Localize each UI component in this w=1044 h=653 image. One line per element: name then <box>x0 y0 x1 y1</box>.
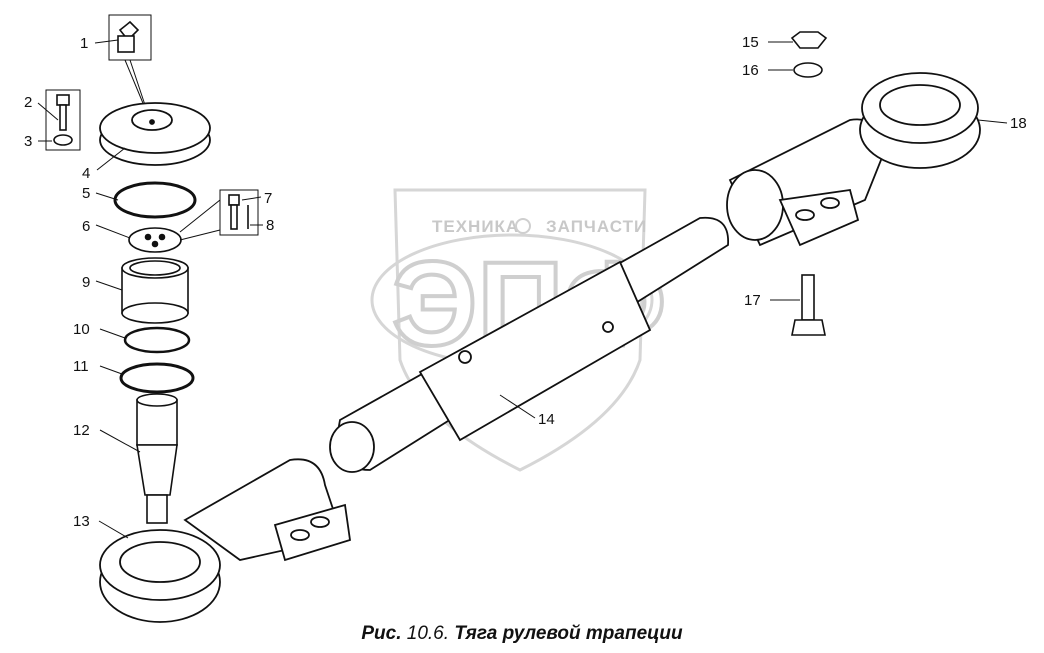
callout-13: 13 <box>73 513 90 530</box>
callout-3: 3 <box>24 133 32 150</box>
part-bolt-17 <box>791 274 826 336</box>
part-bolt-washer <box>45 89 81 151</box>
part-cover-plate <box>99 102 211 166</box>
gear-icon <box>515 218 531 234</box>
callout-9: 9 <box>82 274 90 291</box>
part-o-ring <box>113 181 197 219</box>
caption-prefix: Рис. <box>361 623 402 644</box>
caption-title: Тяга рулевой трапеции <box>454 623 683 644</box>
figure-caption: Рис. 10.6. Тяга рулевой трапеции <box>0 623 1044 645</box>
callout-16: 16 <box>742 62 759 79</box>
callout-7: 7 <box>264 190 272 207</box>
callout-6: 6 <box>82 218 90 235</box>
part-left-rod-end <box>99 458 351 623</box>
part-ring-10 <box>123 326 191 354</box>
part-flange <box>128 189 259 253</box>
part-ring-11 <box>119 362 195 394</box>
leader-lines <box>37 39 1008 539</box>
callout-14: 14 <box>538 411 555 428</box>
callout-4: 4 <box>82 165 90 182</box>
part-bushing <box>121 257 189 324</box>
caption-number: 10.6. <box>406 623 450 644</box>
watermark-right-text: ЗАПЧАСТИ <box>546 217 647 236</box>
callout-1: 1 <box>80 35 88 52</box>
callout-11: 11 <box>73 358 89 375</box>
part-ball-pin <box>136 393 178 524</box>
callout-numbers: 1 2 3 4 5 6 7 8 9 10 11 12 13 14 15 16 1… <box>24 34 1027 530</box>
callout-5: 5 <box>82 185 90 202</box>
part-nut-washer <box>790 31 828 78</box>
callout-10: 10 <box>73 321 90 338</box>
callout-18: 18 <box>1010 115 1027 132</box>
callout-8: 8 <box>266 217 274 234</box>
watermark-left-text: ТЕХНИКА <box>432 217 519 236</box>
callout-15: 15 <box>742 34 759 51</box>
part-threaded-tube <box>329 216 729 473</box>
part-right-rod-end <box>726 72 981 247</box>
callout-12: 12 <box>73 422 90 439</box>
callout-2: 2 <box>24 94 32 111</box>
callout-17: 17 <box>744 292 761 309</box>
